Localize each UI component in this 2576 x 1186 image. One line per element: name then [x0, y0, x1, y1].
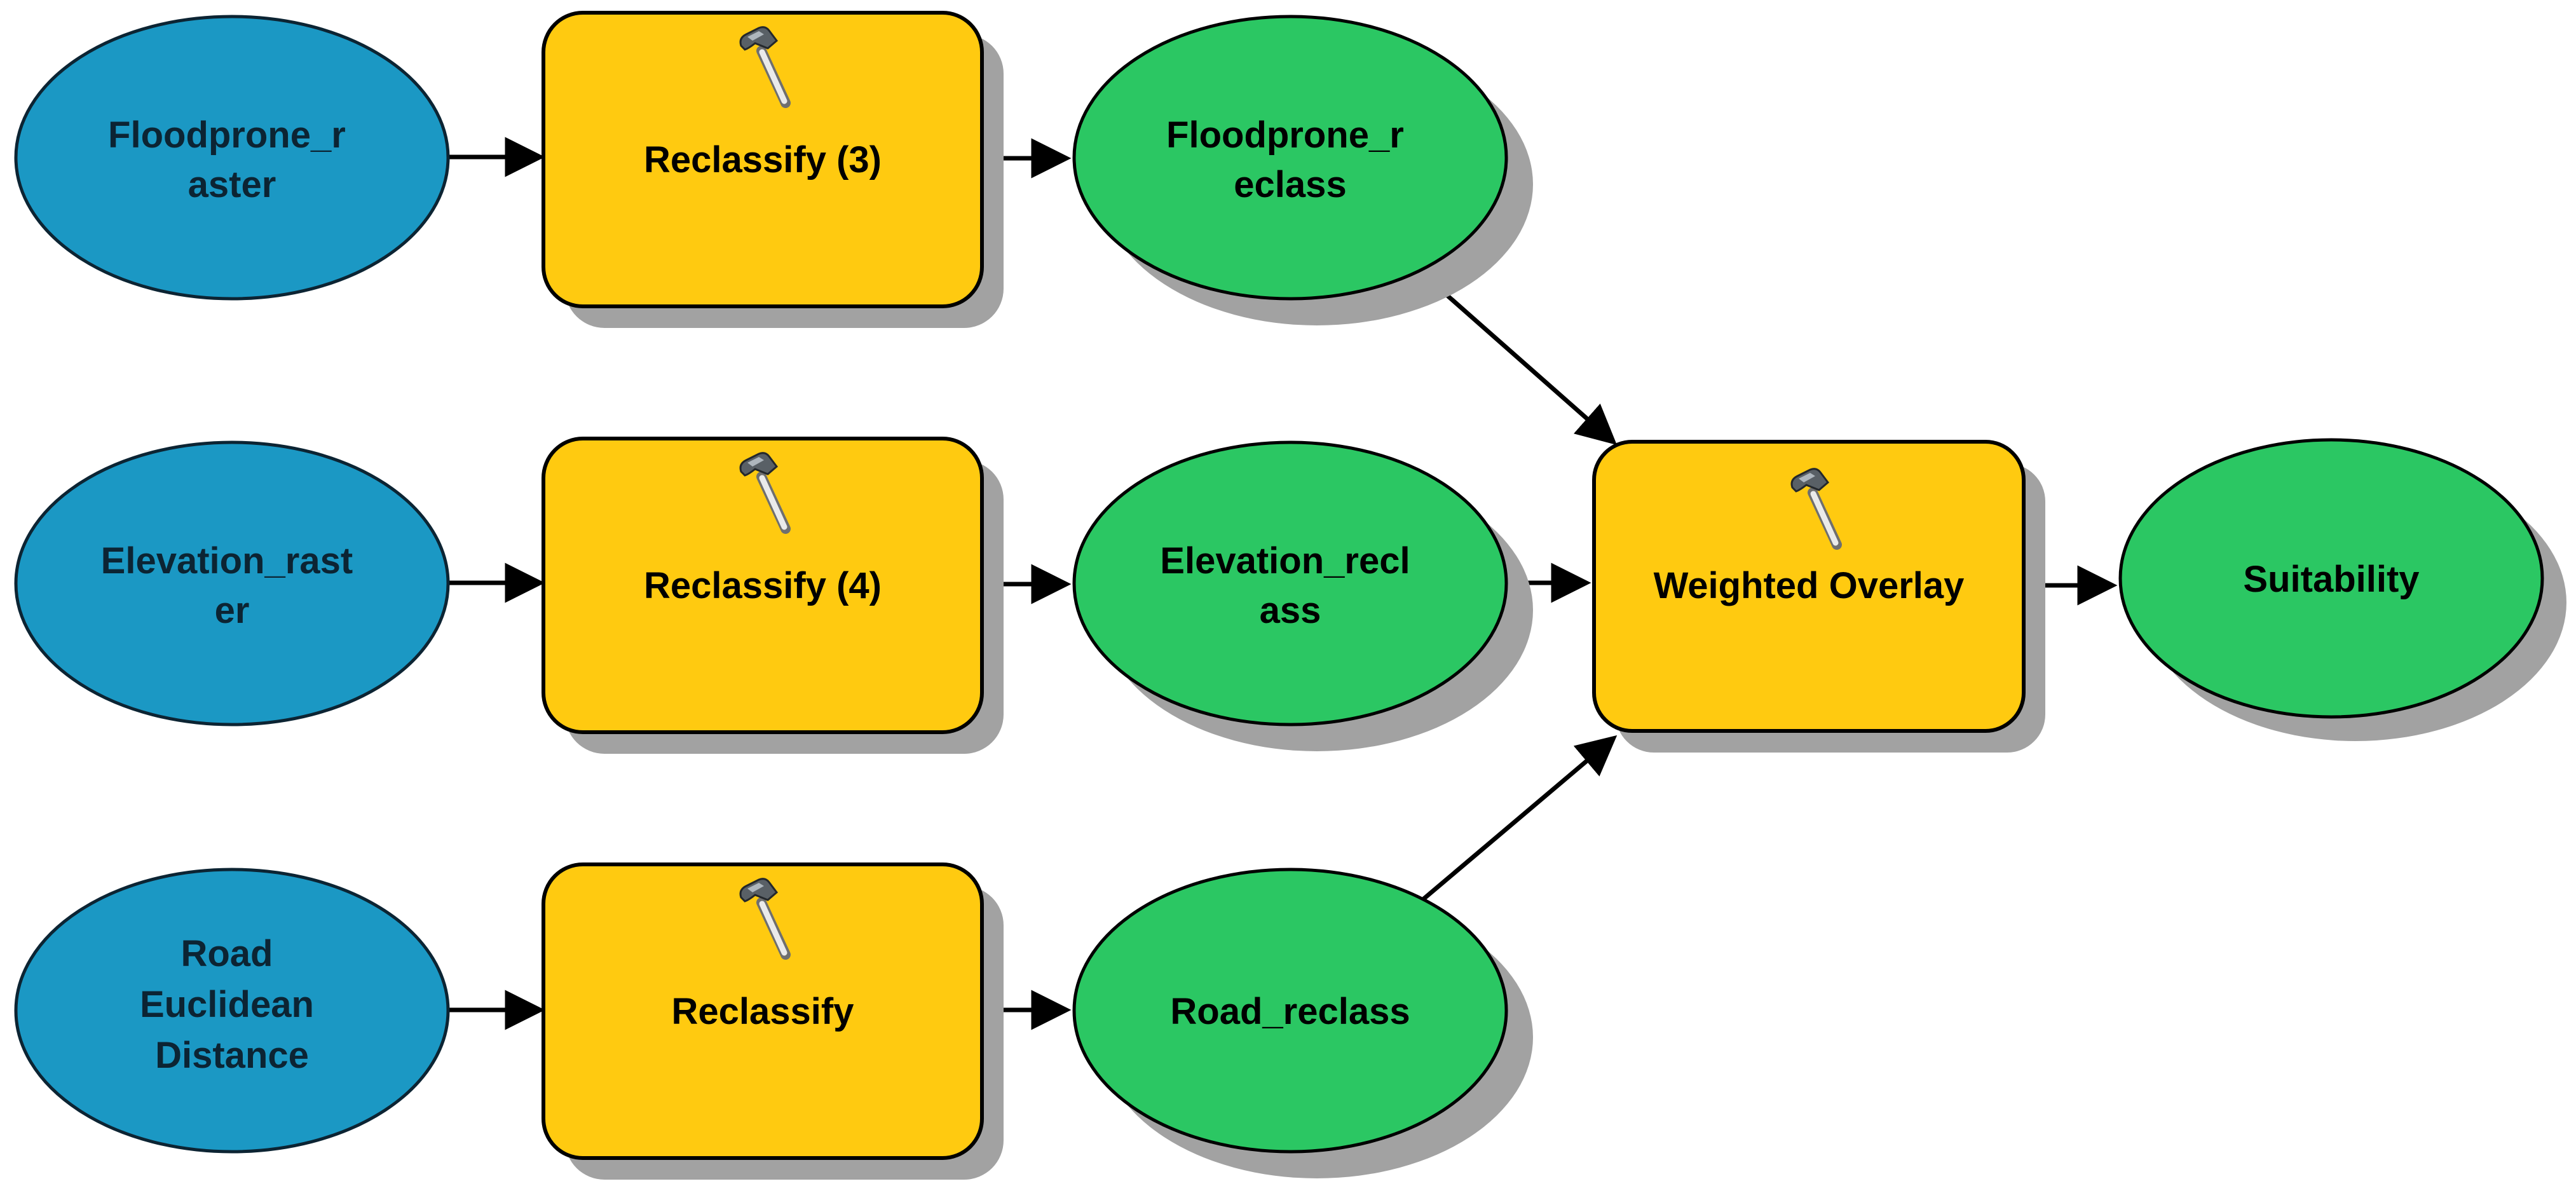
- node-label: Weighted Overlay: [1654, 565, 1965, 606]
- node-label: Road Euclidean Distance: [140, 933, 324, 1076]
- input-data-ellipse: [14, 868, 450, 1154]
- derived-data-ellipse: [2118, 438, 2544, 719]
- tool-box: [542, 437, 984, 734]
- tool-box: [542, 862, 984, 1160]
- node-reclassify[interactable]: Reclassify: [542, 862, 1004, 1180]
- node-floodprone-reclass[interactable]: Floodprone_r eclass: [1072, 15, 1533, 325]
- node-label: Floodprone_r aster: [108, 114, 356, 205]
- node-label: Suitability: [2243, 559, 2419, 600]
- node-label: Reclassify (4): [644, 565, 882, 606]
- derived-data-ellipse: [1072, 15, 1508, 301]
- node-reclassify-4[interactable]: Reclassify (4): [542, 437, 1004, 754]
- node-weighted-overlay[interactable]: Weighted Overlay: [1592, 440, 2045, 753]
- edge-road_reclass-weighted_overlay[interactable]: [1421, 735, 1618, 901]
- node-elevation-raster[interactable]: Elevation_rast er: [14, 440, 450, 726]
- tool-box: [1592, 440, 2026, 733]
- derived-data-ellipse: [1072, 440, 1508, 726]
- edge-floodprone_reclass-weighted_overlay[interactable]: [1417, 269, 1618, 446]
- node-label: Elevation_recl ass: [1160, 540, 1420, 631]
- input-data-ellipse: [14, 15, 450, 301]
- node-floodprone-raster[interactable]: Floodprone_r aster: [14, 15, 450, 301]
- node-label: Elevation_rast er: [101, 540, 364, 631]
- node-label: Road_reclass: [1170, 991, 1410, 1032]
- node-suitability[interactable]: Suitability: [2118, 438, 2566, 741]
- node-reclassify-3[interactable]: Reclassify (3): [542, 11, 1004, 328]
- node-label: Floodprone_r eclass: [1166, 114, 1414, 205]
- node-road-euclidean-distance[interactable]: Road Euclidean Distance: [14, 868, 450, 1154]
- input-data-ellipse: [14, 440, 450, 726]
- tool-box: [542, 11, 984, 308]
- node-label: Reclassify (3): [644, 139, 882, 181]
- node-label: Reclassify: [672, 991, 854, 1032]
- node-elevation-reclass[interactable]: Elevation_recl ass: [1072, 440, 1533, 751]
- node-road-reclass[interactable]: Road_reclass: [1072, 868, 1533, 1178]
- derived-data-ellipse: [1072, 868, 1508, 1154]
